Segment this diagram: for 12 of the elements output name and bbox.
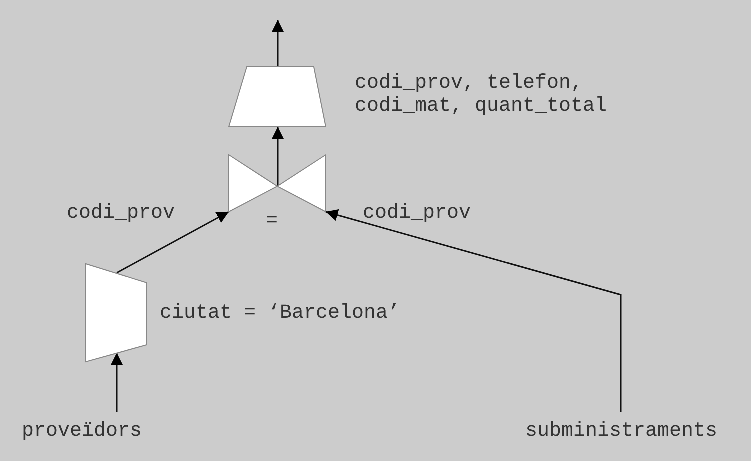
arrow [326, 209, 622, 412]
relation-name: subministraments [525, 420, 718, 444]
arrow [116, 211, 230, 274]
relation-name: proveïdors [22, 420, 142, 444]
arrow [111, 353, 123, 412]
operator-condition: codi_prov, telefon, codi_mat, quant_total [355, 72, 608, 118]
arrow [272, 20, 284, 67]
arrow [272, 127, 284, 186]
operator-condition: = [266, 210, 278, 233]
operator-condition: ciutat = ‘Barcelona’ [160, 302, 400, 325]
edge-label: codi_prov [67, 202, 176, 226]
edge-label: codi_prov [363, 202, 472, 226]
